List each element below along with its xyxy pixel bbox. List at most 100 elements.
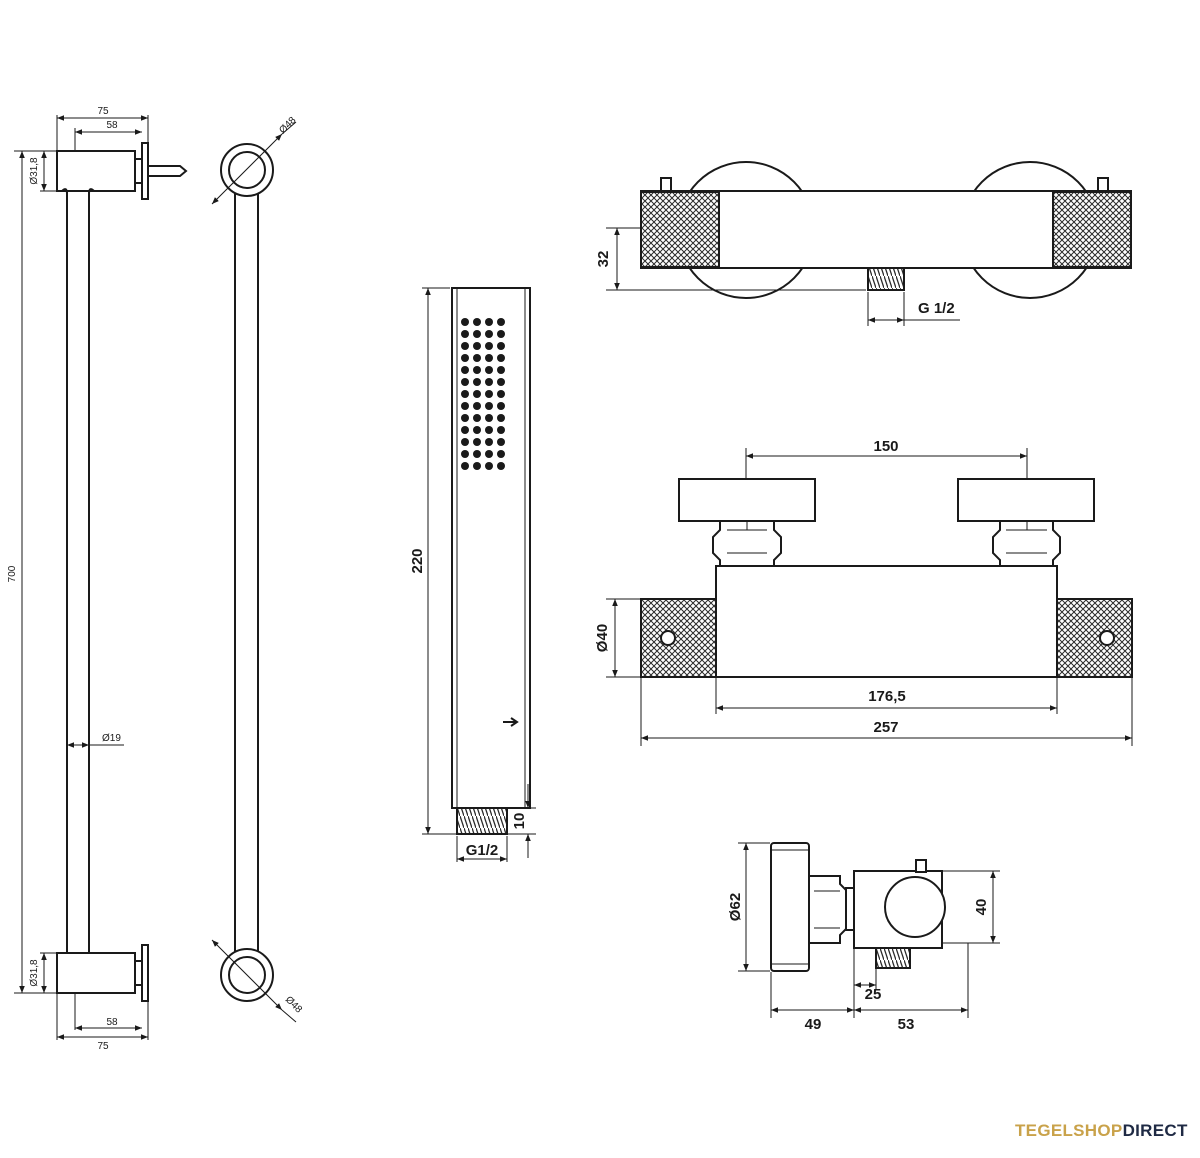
thermostat-depth-right-label: 53 xyxy=(898,1016,915,1033)
nozzle-dot xyxy=(497,402,505,410)
thermostat-front-left-knurl xyxy=(640,598,717,678)
rail-tube-top-label: Ø31,8 xyxy=(29,157,40,185)
rail-top-wallplate xyxy=(141,142,149,200)
nozzle-dot xyxy=(485,462,493,470)
nozzle-dot xyxy=(461,378,469,386)
thermostat-top-outlet xyxy=(867,267,905,291)
thermostat-body-label: 176,5 xyxy=(868,688,906,705)
nozzle-dot xyxy=(473,342,481,350)
thermostat-front-view: 150 Ø40 176,5 257 xyxy=(594,438,1133,746)
nozzle-dot xyxy=(473,438,481,446)
thermostat-side-view: Ø62 40 25 49 53 xyxy=(727,842,1000,1033)
nozzle-dot xyxy=(473,330,481,338)
rail-top-flange xyxy=(134,158,143,184)
nozzle-dot xyxy=(485,450,493,458)
nozzle-dot xyxy=(485,342,493,350)
handshower-thread xyxy=(456,807,508,835)
nozzle-dot xyxy=(497,366,505,374)
nozzle-dot xyxy=(497,342,505,350)
nozzle-dot xyxy=(497,390,505,398)
brand-logo-part1: TEGELSHOP xyxy=(1015,1121,1123,1140)
nozzle-dot xyxy=(497,438,505,446)
nozzle-dot xyxy=(497,450,505,458)
nozzle-dot xyxy=(485,378,493,386)
nozzle-dot xyxy=(461,366,469,374)
rail-ring-top-label: Ø48 xyxy=(277,115,298,136)
handshower-body xyxy=(451,287,531,809)
thermostat-knob-label: 40 xyxy=(973,899,990,916)
rail-top-screw xyxy=(148,165,188,177)
rail-bottom-flange xyxy=(134,960,143,986)
thermostat-side-nut xyxy=(808,875,847,944)
nozzle-dot xyxy=(485,426,493,434)
thermostat-total-label: 257 xyxy=(873,719,898,736)
brand-logo-part2: DIRECT xyxy=(1122,1121,1188,1140)
nozzle-dot xyxy=(473,366,481,374)
rail-rod-label: Ø19 xyxy=(102,733,121,744)
nozzle-dot xyxy=(461,426,469,434)
nozzle-dot xyxy=(485,414,493,422)
thermostat-centers-label: 150 xyxy=(873,438,898,455)
thermostat-side-knob xyxy=(884,876,946,938)
thermostat-rosette-label: Ø62 xyxy=(727,893,744,921)
nozzle-dot xyxy=(473,426,481,434)
nozzle-dot xyxy=(497,318,505,326)
rail-width-top-label: 75 xyxy=(97,106,109,117)
handshower-view: 220 10 G1/2 xyxy=(409,287,536,862)
rail-bracket-top-label: 58 xyxy=(106,120,118,131)
brand-logo: TEGELSHOPDIRECT xyxy=(1015,1121,1188,1141)
nozzle-dot xyxy=(461,390,469,398)
nozzle-dot xyxy=(473,402,481,410)
nozzle-dot xyxy=(473,462,481,470)
nozzle-dot xyxy=(497,426,505,434)
handshower-length-label: 220 xyxy=(409,548,426,573)
thermostat-top-right-knurl xyxy=(1052,191,1132,268)
rail-bracket-bottom-label: 58 xyxy=(106,1017,118,1028)
nozzle-dot xyxy=(497,462,505,470)
thermostat-depth-left-label: 49 xyxy=(805,1016,822,1033)
handshower-thread-height-label: 10 xyxy=(511,813,528,830)
nozzle-dot xyxy=(473,414,481,422)
thermostat-top-left-knurl xyxy=(640,191,720,268)
nozzle-dot xyxy=(473,318,481,326)
handshower-thread-label: G1/2 xyxy=(466,842,499,859)
nozzle-dot xyxy=(485,438,493,446)
nozzle-dot xyxy=(461,450,469,458)
nozzle-dot xyxy=(485,402,493,410)
nozzle-dot xyxy=(485,366,493,374)
nozzle-dot xyxy=(461,330,469,338)
rail-side-view: 75 58 Ø31,8 700 Ø19 Ø31,8 58 75 xyxy=(7,106,188,1052)
rail-width-bottom-label: 75 xyxy=(97,1041,109,1052)
nozzle-dot xyxy=(485,354,493,362)
thermostat-diameter-label: Ø40 xyxy=(594,624,611,652)
rail-length-label: 700 xyxy=(7,565,18,582)
rail-tube-bottom-label: Ø31,8 xyxy=(29,959,40,987)
thermostat-front-left-knob xyxy=(678,478,816,522)
rail-tube xyxy=(66,191,90,953)
rail-top-bracket xyxy=(56,150,136,192)
nozzle-dot xyxy=(461,354,469,362)
nozzle-dot xyxy=(461,438,469,446)
nozzle-dot xyxy=(461,414,469,422)
thermostat-top-view: 32 G 1/2 xyxy=(595,161,1132,326)
nozzle-dot xyxy=(461,462,469,470)
nozzle-dot xyxy=(485,390,493,398)
nozzle-dot xyxy=(497,330,505,338)
thermostat-side-rosette xyxy=(770,842,810,972)
thermostat-top-thread-label: G 1/2 xyxy=(918,300,955,317)
nozzle-dot xyxy=(497,378,505,386)
nozzle-dot xyxy=(497,414,505,422)
nozzle-dot xyxy=(497,354,505,362)
handshower-nozzles xyxy=(461,318,505,470)
nozzle-dot xyxy=(473,378,481,386)
nozzle-dot xyxy=(461,402,469,410)
nozzle-dot xyxy=(461,318,469,326)
thermostat-side-outlet xyxy=(875,947,911,969)
nozzle-dot xyxy=(473,354,481,362)
thermostat-front-right-knob xyxy=(957,478,1095,522)
thermostat-front-right-knurl xyxy=(1056,598,1133,678)
nozzle-dot xyxy=(473,450,481,458)
rail-bottom-wallplate xyxy=(141,944,149,1002)
thermostat-top-body xyxy=(640,190,1132,269)
